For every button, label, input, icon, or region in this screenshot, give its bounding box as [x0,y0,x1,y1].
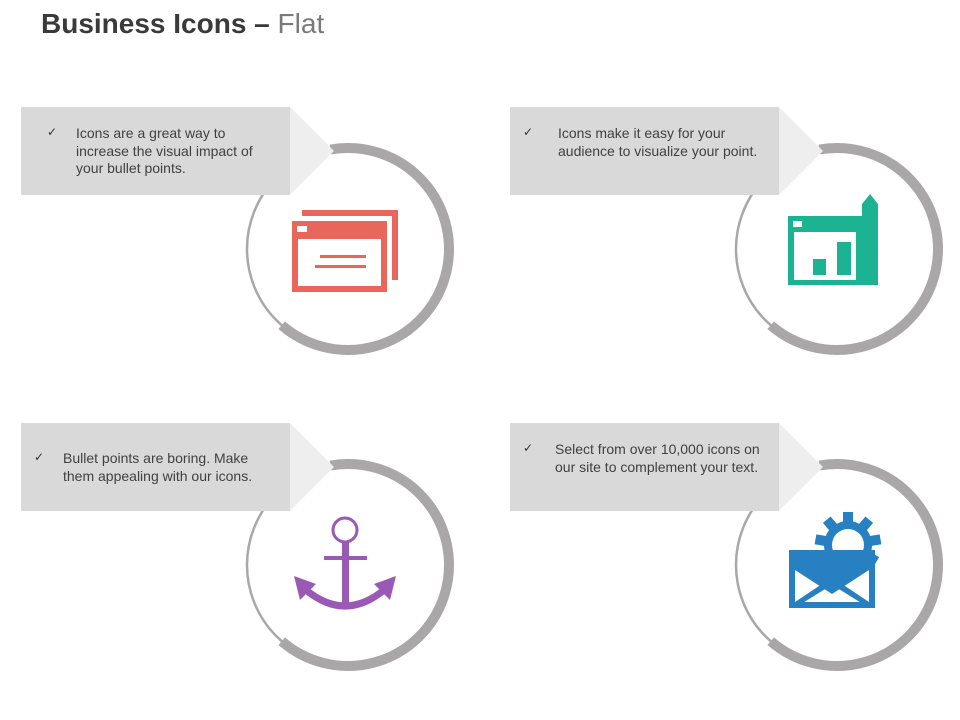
check-icon: ✓ [523,125,534,139]
ring-icon [245,458,454,671]
browser-windows-icon [292,210,398,292]
card-mail-settings: ✓ Select from over 10,000 icons on our s… [489,316,960,671]
title-separator: – [246,8,278,39]
check-icon: ✓ [47,125,58,139]
anchor-icon [294,516,396,610]
callout-arrow [290,107,334,195]
mail-settings-icon [789,512,882,608]
callout-arrow [290,423,334,511]
title-main: Business Icons [41,8,247,39]
ring-icon [734,458,943,671]
callout-text: Icons are a great way to increase the vi… [76,125,253,176]
growth-chart-icon [788,194,878,285]
callout-arrow [779,423,823,511]
ring-icon [245,142,454,355]
callout-arrow [779,107,823,195]
card-anchor: ✓ Bullet points are boring. Make them ap… [0,316,480,671]
callout-text: Bullet points are boring. Make them appe… [63,450,253,484]
callout-box: ✓ Icons are a great way to increase the … [21,107,290,195]
ring-icon [734,142,943,355]
callout-text: Select from over 10,000 icons on our sit… [555,441,760,475]
card-browser-windows: ✓ Icons are a great way to increase the … [0,0,480,355]
check-icon: ✓ [34,450,45,464]
callout-box: ✓ Select from over 10,000 icons on our s… [510,423,779,511]
card-growth-chart: ✓ Icons make it easy for your audience t… [489,0,960,355]
callout-box: ✓ Icons make it easy for your audience t… [510,107,779,195]
check-icon: ✓ [523,441,534,455]
callout-text: Icons make it easy for your audience to … [558,125,758,159]
callout-box: ✓ Bullet points are boring. Make them ap… [21,423,290,511]
page-title: Business Icons – Flat [41,8,324,40]
title-subtitle: Flat [277,8,325,39]
